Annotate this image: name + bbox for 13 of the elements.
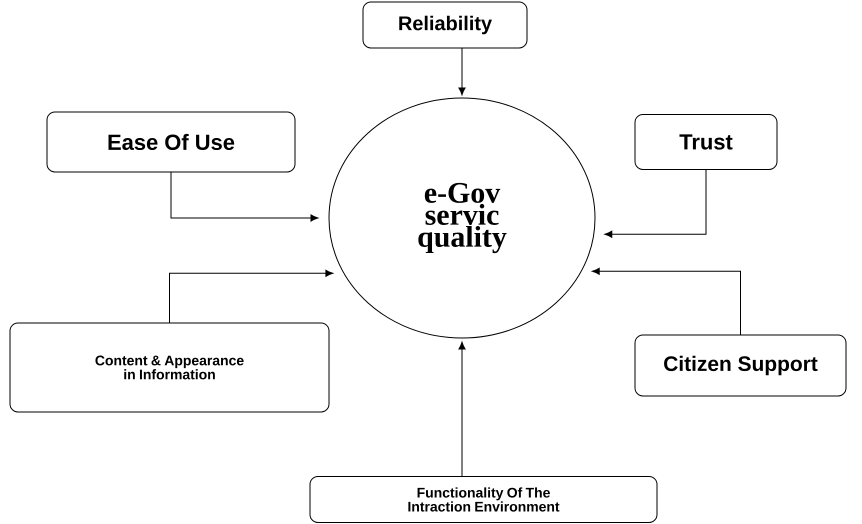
arrow bbox=[592, 268, 741, 335]
rounded-box: Trust bbox=[634, 114, 778, 170]
arrow bbox=[170, 172, 318, 222]
rounded-box: Reliability bbox=[362, 2, 528, 48]
arrow bbox=[604, 169, 706, 238]
arrow bbox=[169, 270, 334, 323]
arrow bbox=[458, 342, 466, 476]
oval: e-Gov servic quality bbox=[328, 97, 596, 338]
rounded-box: Ease Of Use bbox=[46, 111, 296, 172]
arrow bbox=[458, 48, 466, 96]
rounded-box: Citizen Support bbox=[634, 334, 846, 396]
rounded-box: Functionality Of The Intraction Environment bbox=[310, 476, 658, 523]
rounded-box: Content & Appearance in Information bbox=[10, 322, 330, 412]
